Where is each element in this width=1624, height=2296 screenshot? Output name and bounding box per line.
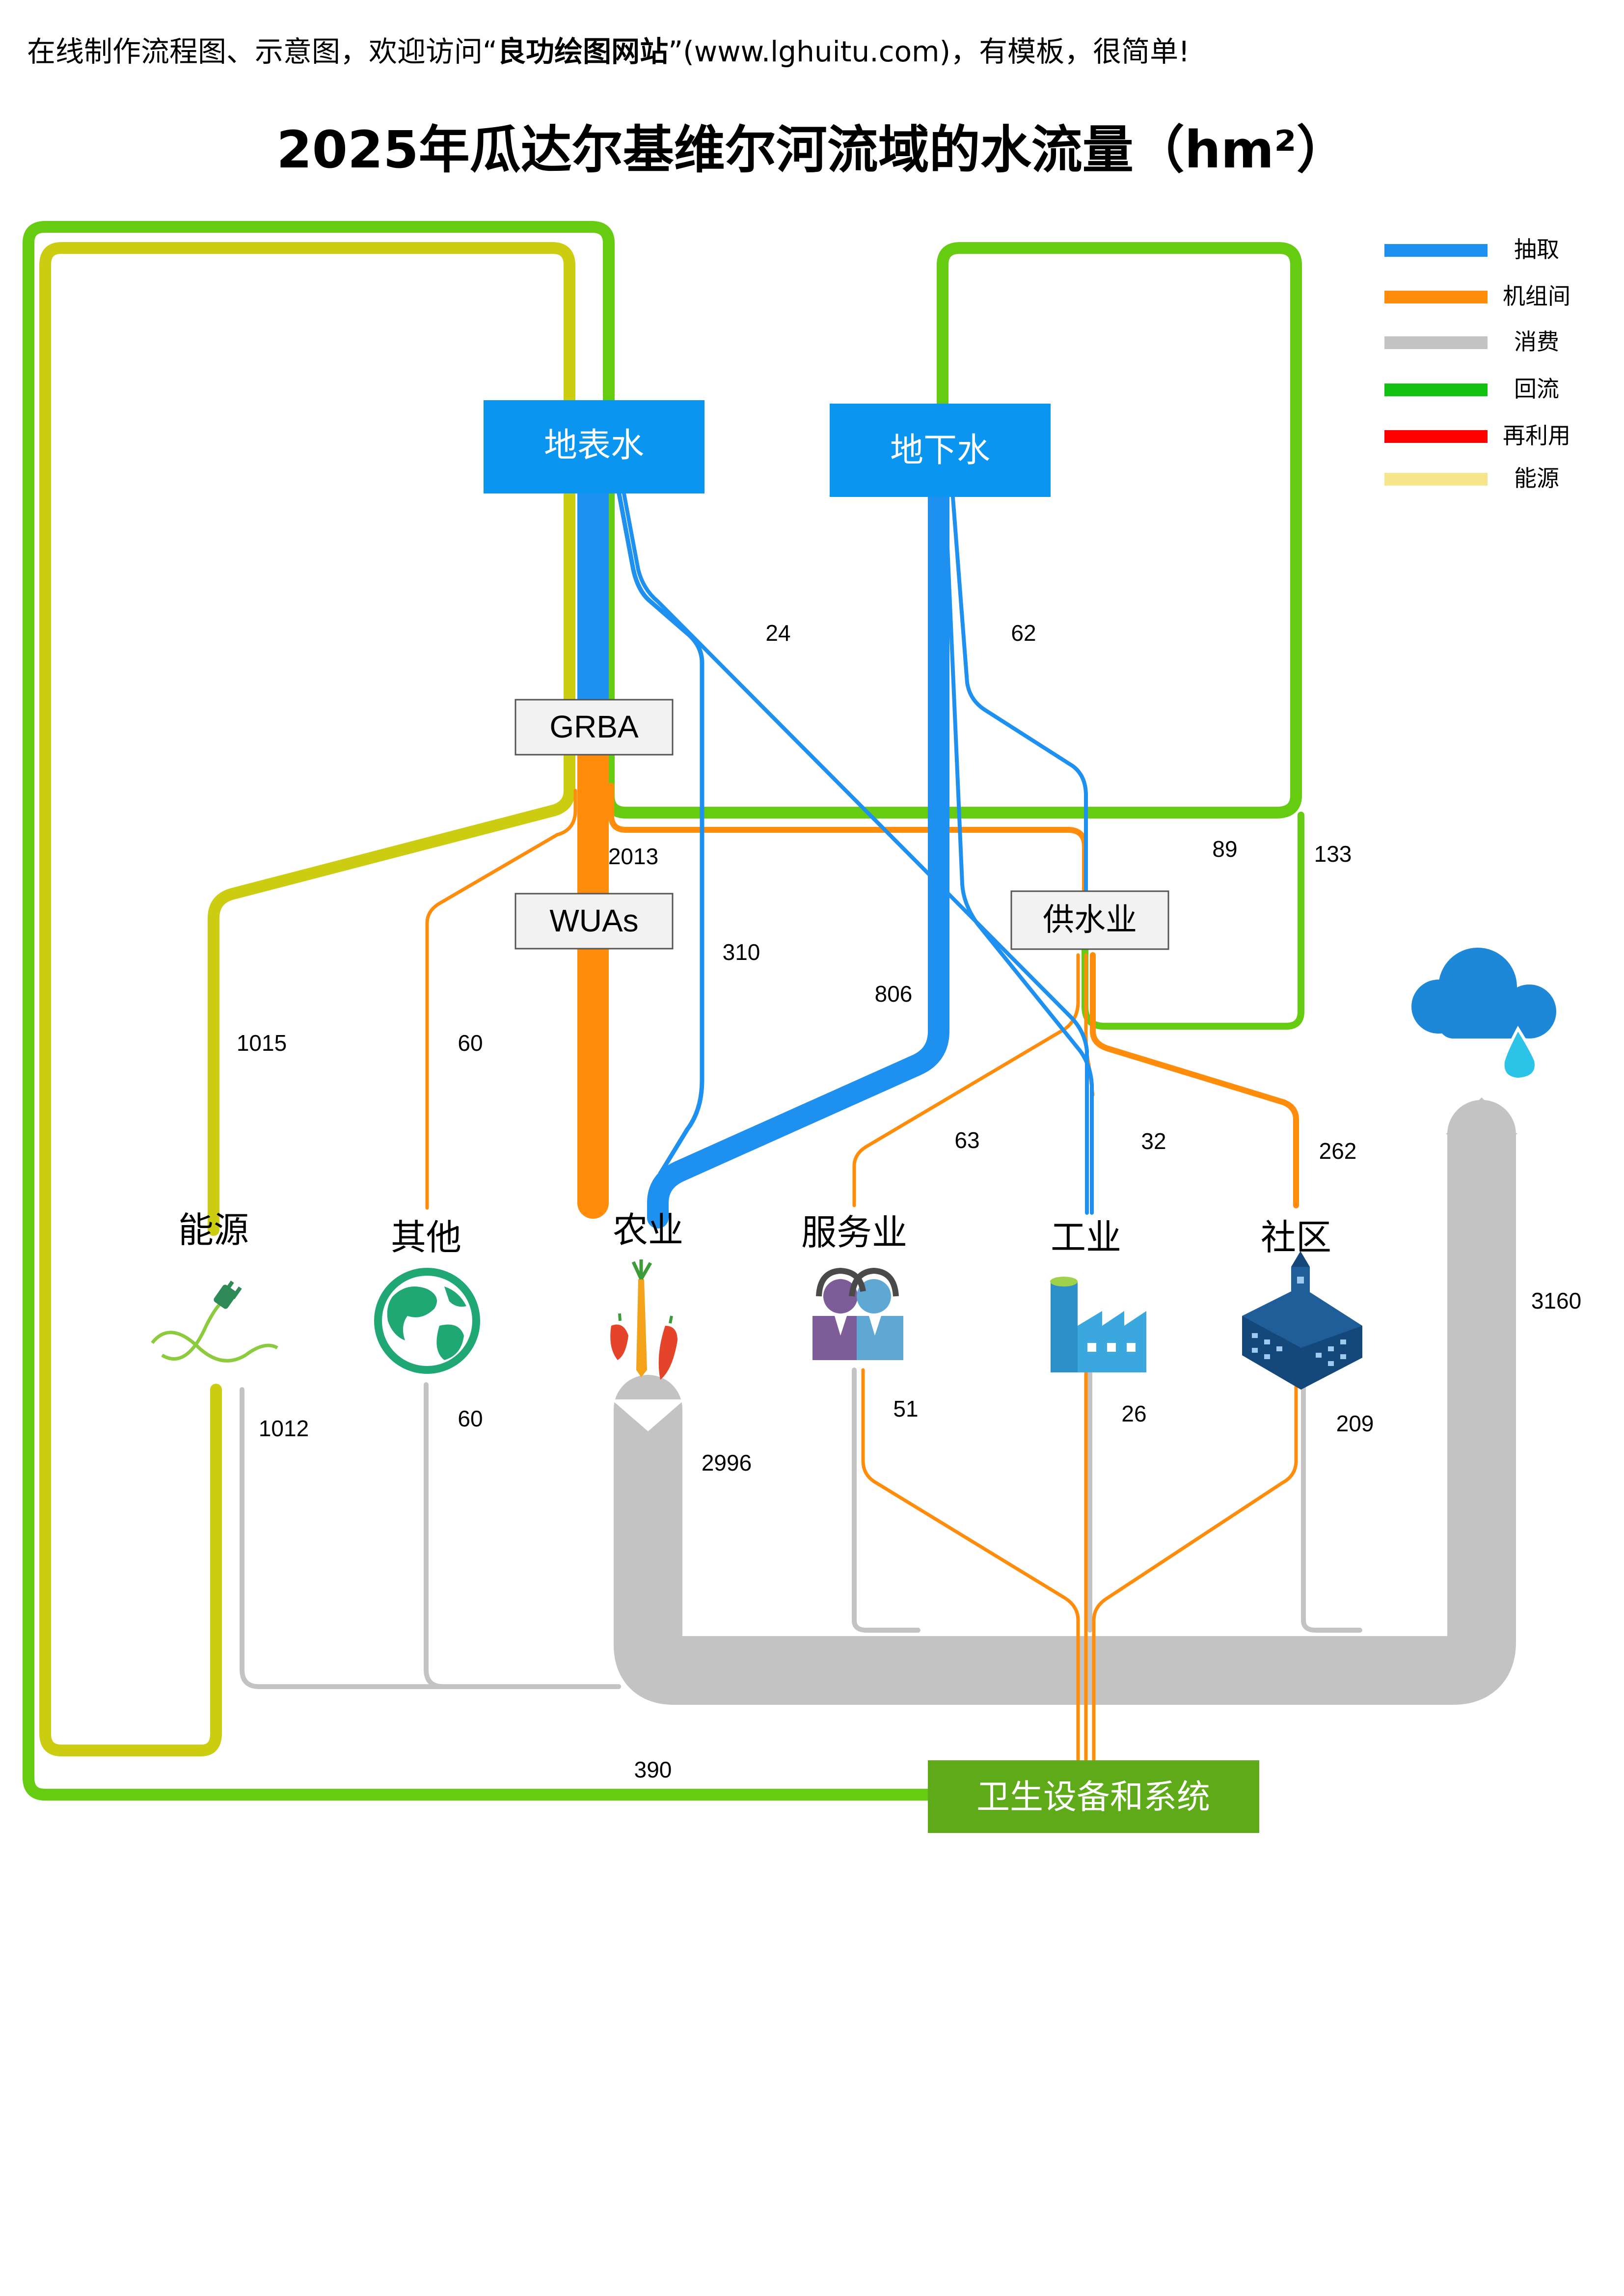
legend-item: 机组间 xyxy=(1384,283,1570,309)
legend-item: 消费 xyxy=(1384,329,1559,355)
sanitation-label: 卫生设备和系统 xyxy=(976,1778,1210,1816)
factory-icon xyxy=(1050,1277,1146,1372)
groundwater-label: 地下水 xyxy=(890,432,990,469)
cloud-rain-icon xyxy=(1411,948,1556,1081)
legend-swatch-intercompany xyxy=(1384,291,1488,303)
sector-community-label: 社区 xyxy=(1261,1218,1331,1257)
value-supply-to-industry: 32 xyxy=(1141,1128,1166,1154)
flow-values: 24 62 89 133 2013 310 806 1015 60 63 32 … xyxy=(237,620,1581,1782)
legend-item: 回流 xyxy=(1384,376,1559,402)
legend-item: 能源 xyxy=(1384,465,1559,491)
sanitation-node[interactable]: 卫生设备和系统 xyxy=(928,1760,1259,1833)
legend-label-intercompany: 机组间 xyxy=(1503,283,1570,309)
flow-energy-loop xyxy=(39,242,575,1756)
flow-other-consumption xyxy=(424,1382,621,1689)
sector-services-label: 服务业 xyxy=(801,1213,907,1253)
value-other-consumption: 60 xyxy=(458,1406,483,1431)
value-surface-to-industry: 24 xyxy=(765,620,790,646)
value-grba-to-wuas: 2013 xyxy=(608,844,658,869)
grba-label: GRBA xyxy=(549,709,639,744)
value-ground-to-industry: 62 xyxy=(1011,620,1036,646)
flow-services-consumption xyxy=(852,1367,920,1633)
value-energy-in: 1015 xyxy=(237,1030,287,1056)
value-surface-to-agriculture: 310 xyxy=(723,939,760,965)
value-supply-to-services: 63 xyxy=(954,1127,979,1153)
flow-agriculture-consumption xyxy=(614,1100,1516,1705)
promo-banner: 在线制作流程图、示意图，欢迎访问“良功绘图网站”(www.lghuitu.com… xyxy=(27,28,1190,70)
value-community-consumption: 209 xyxy=(1336,1411,1374,1436)
surface-water-label: 地表水 xyxy=(544,427,644,464)
sector-other-label: 其他 xyxy=(391,1218,461,1257)
legend-swatch-consumption xyxy=(1384,336,1488,349)
promo-site-name[interactable]: 良功绘图网站 xyxy=(497,35,669,68)
flow-surface-to-agriculture xyxy=(616,489,704,1176)
legend-swatch-return xyxy=(1384,383,1488,396)
people-icon xyxy=(812,1267,903,1360)
flow-ground-to-industry xyxy=(950,489,1088,915)
value-supply-return: 89 xyxy=(1212,836,1237,862)
wuas-node[interactable]: WUAs xyxy=(514,893,674,950)
surface-water-node[interactable]: 地表水 xyxy=(484,400,704,493)
flow-ground-to-agriculture xyxy=(647,480,949,1229)
flow-supply-to-community xyxy=(1090,952,1299,1208)
flow-community-consumption xyxy=(1301,1382,1362,1633)
legend-swatch-energy xyxy=(1384,473,1488,486)
promo-suffix: ”(www.lghuitu.com)，有模板，很简单! xyxy=(668,35,1190,68)
sector-agriculture-label: 农业 xyxy=(613,1211,683,1250)
legend-label-extraction: 抽取 xyxy=(1514,237,1559,262)
sector-industry-label: 工业 xyxy=(1051,1218,1121,1257)
flow-services-to-sanitation xyxy=(861,1368,1080,1762)
plug-icon xyxy=(151,1281,278,1363)
legend-label-return: 回流 xyxy=(1514,376,1559,402)
legend-label-energy: 能源 xyxy=(1514,465,1559,491)
value-ground-return: 133 xyxy=(1314,841,1352,867)
flow-surface-to-industry xyxy=(622,489,1089,1215)
value-sanitation-return: 390 xyxy=(634,1757,672,1782)
flow-ground-to-industry-2 xyxy=(943,489,1094,1215)
sector-energy-label: 能源 xyxy=(178,1211,249,1250)
water-supply-label: 供水业 xyxy=(1043,902,1137,937)
legend-swatch-reuse xyxy=(1384,430,1488,443)
groundwater-node[interactable]: 地下水 xyxy=(830,404,1051,497)
city-hall-icon xyxy=(1242,1251,1362,1390)
value-total-consumption: 3160 xyxy=(1531,1288,1581,1313)
vegetables-icon xyxy=(610,1259,677,1380)
value-services-consumption: 51 xyxy=(893,1396,918,1421)
flow-supply-to-services xyxy=(852,953,1080,1207)
value-energy-consumption: 1012 xyxy=(259,1416,309,1441)
legend-item: 再利用 xyxy=(1384,423,1570,448)
flow-grba-to-other xyxy=(425,789,577,1210)
flow-energy-consumption xyxy=(240,1387,621,1689)
flow-sanitation-return-outer xyxy=(23,221,1302,1801)
legend-label-consumption: 消费 xyxy=(1514,329,1559,355)
legend-swatch-extraction xyxy=(1384,244,1488,257)
legend-item: 抽取 xyxy=(1384,237,1559,262)
legend: 抽取 机组间 消费 回流 再利用 能源 xyxy=(1384,237,1570,491)
promo-prefix: 在线制作流程图、示意图，欢迎访问“ xyxy=(27,35,498,68)
value-industry-consumption: 26 xyxy=(1121,1401,1146,1426)
globe-icon xyxy=(374,1268,480,1374)
wuas-label: WUAs xyxy=(549,903,638,938)
value-ground-to-agriculture: 806 xyxy=(875,981,913,1007)
legend-label-reuse: 再利用 xyxy=(1503,423,1570,448)
value-other-in: 60 xyxy=(458,1030,483,1056)
consumption-arrow-head xyxy=(1446,1097,1517,1134)
water-supply-node[interactable]: 供水业 xyxy=(1010,890,1169,950)
flow-community-to-sanitation xyxy=(1092,1383,1298,1762)
diagram-title: 2025年瓜达尔基维尔河流域的水流量（hm²） xyxy=(276,120,1348,180)
value-supply-to-community: 262 xyxy=(1319,1138,1357,1164)
grba-node[interactable]: GRBA xyxy=(514,699,674,756)
agriculture-consumption-chevron xyxy=(611,1399,685,1431)
value-agriculture-consumption: 2996 xyxy=(702,1450,752,1476)
